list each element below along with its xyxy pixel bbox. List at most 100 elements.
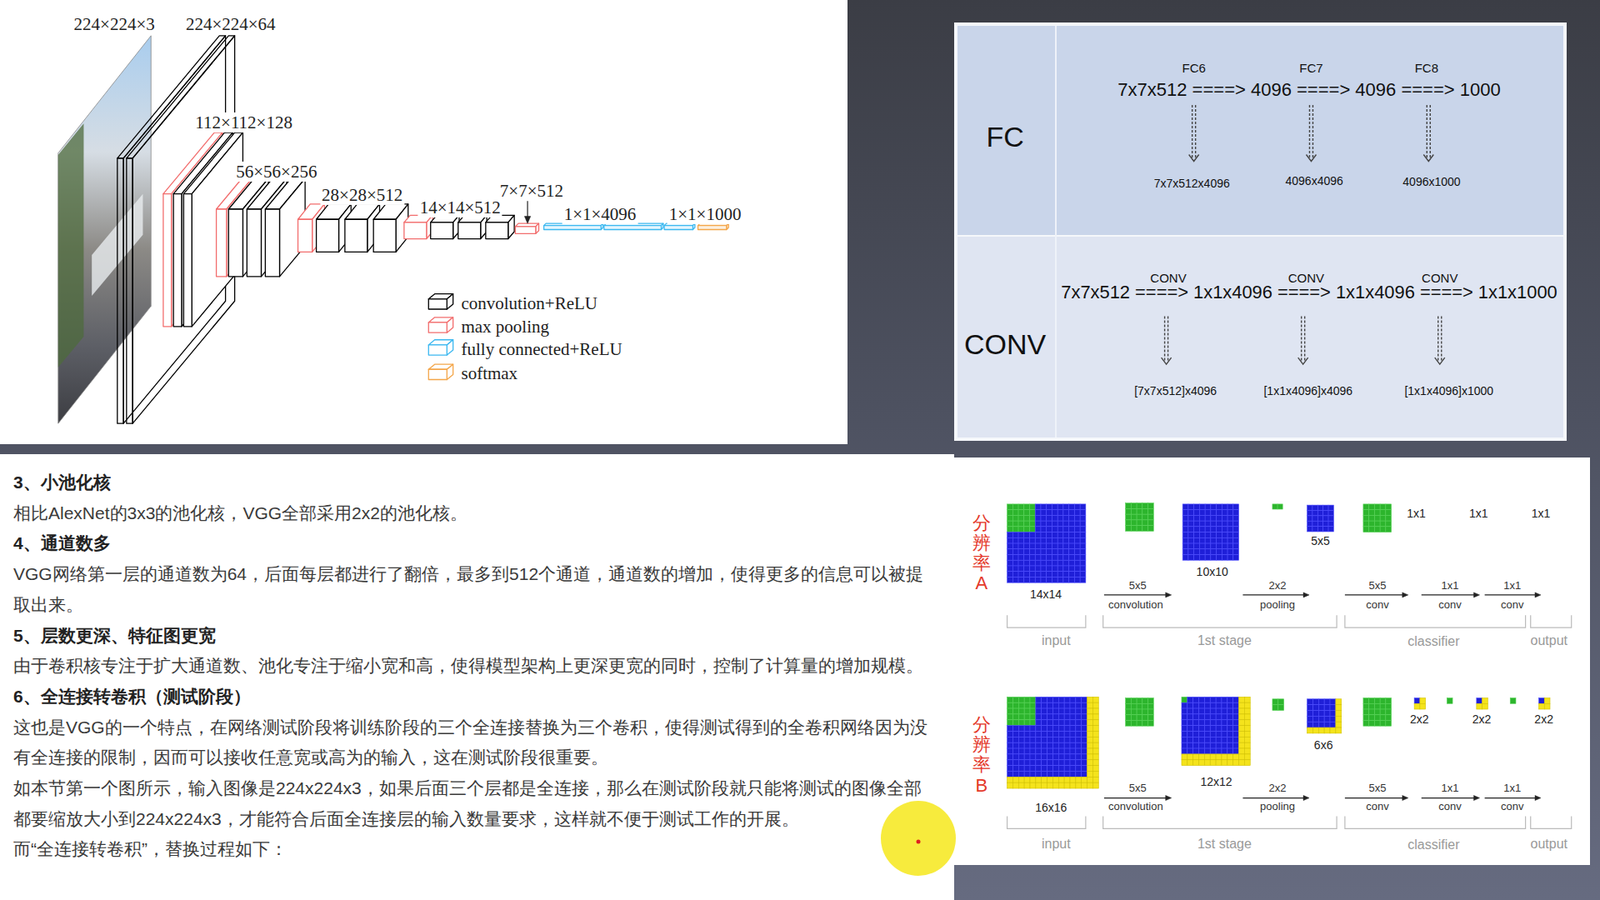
grid-cell [1075,702,1082,709]
layer-block [265,209,280,277]
grid-cell [1035,549,1041,555]
stage-bracket [1530,816,1572,830]
grid-cell [1035,770,1042,777]
grid-cell [1087,725,1094,732]
grid-cell [1307,505,1313,510]
grid-cell [1024,520,1030,527]
grid-cell [1130,503,1137,510]
dashed-arrow [1312,105,1314,158]
grid-cell [1215,742,1222,749]
grid-cell [1007,776,1014,783]
grid-cell [1081,730,1088,737]
grid-cell [1018,571,1025,578]
step-arrow [1345,797,1404,799]
step-arrow [1104,797,1167,799]
grid-cell [1075,770,1082,777]
grid-cell [1324,715,1330,722]
grid-cell [1018,714,1025,720]
grid-cell [1205,532,1211,539]
grid-cell [1193,720,1200,726]
grid-cell [1030,742,1036,749]
grid-cell [1210,549,1217,555]
grid-cell [1369,698,1375,705]
layer-block [508,215,515,239]
grid-cell [1420,703,1426,710]
dashed-arrow-head [1298,357,1309,365]
step-arrow-head [1535,592,1541,598]
grid-cell [1058,748,1065,755]
grid-cell [1080,565,1086,572]
grid-cell [1210,515,1217,521]
grid-cell [1188,520,1195,527]
grid-cell [1210,714,1216,720]
grid-cell [1052,760,1059,766]
grid-cell [1035,537,1041,544]
grid-cell [1380,698,1386,705]
grid-cell [1069,537,1075,544]
step-arrow-head [1303,795,1310,801]
grid-cell [1018,520,1025,527]
grid-cell [1041,736,1048,743]
grid-cell [1182,504,1189,510]
grid-cell [1227,754,1234,760]
grid-cell [1046,565,1053,572]
grid-cell [1081,714,1088,720]
grid-cell [1204,696,1210,703]
grid-cell [1125,525,1132,532]
grid-cell [1216,510,1223,516]
grid-cell [1182,537,1189,544]
grid-cell [1024,742,1030,749]
grid-cell [1051,510,1058,516]
grid-cell [1070,760,1076,766]
grid-cell [1018,765,1025,772]
grid-cell [1369,703,1375,710]
grid-cell [1058,714,1065,720]
layer-name: FC6 [1181,60,1205,74]
grid-cell [1136,508,1143,515]
grid-cell [1064,765,1070,772]
grid-cell [1070,742,1076,749]
grid-cell [1193,730,1200,737]
grid-cell [1227,555,1234,561]
grid-cell [1041,742,1048,749]
grid-cell [1018,696,1025,703]
grid-cell [1307,727,1314,734]
grid-cell [1125,709,1132,715]
grid-cell [1312,699,1319,705]
grid-cell [1385,703,1392,710]
grid-cell [1221,754,1228,760]
grid-cell [1188,555,1195,561]
grid-cell [1030,543,1036,550]
text-panel [0,454,955,900]
grid-cell [1227,510,1234,516]
grid-cell [1074,537,1080,544]
grid-cell [1130,508,1137,515]
grid-cell [1087,702,1094,709]
grid-cell [1080,510,1086,516]
grid-cell [1087,742,1094,749]
grid-cell [1035,730,1042,737]
grid-cell [1330,715,1336,722]
grid-cell [1069,555,1075,561]
grid-cell [1070,770,1076,777]
grid-cell [1047,776,1054,783]
grid-cell [1069,504,1075,510]
grid-cell [1193,760,1200,766]
grid-cell [1216,555,1223,561]
grid-cell [1051,543,1058,550]
grid-cell [1227,760,1234,766]
grid-cell [1324,727,1330,734]
grid-cell [1024,736,1030,743]
grid-cell [1075,748,1082,755]
body-text: 而“全连接转卷积”，替换过程如下： [13,834,930,865]
step-arrow [1421,594,1475,595]
grid-cell [1374,515,1380,521]
grid-cell [1047,696,1054,703]
grid-cell [1199,714,1205,720]
grid-cell [1374,510,1380,516]
grid-cell [1070,776,1076,783]
grid-cell [1233,760,1240,766]
grid-cell [1199,532,1205,539]
grid-cell [1187,736,1194,743]
grid-cell [1204,736,1210,743]
